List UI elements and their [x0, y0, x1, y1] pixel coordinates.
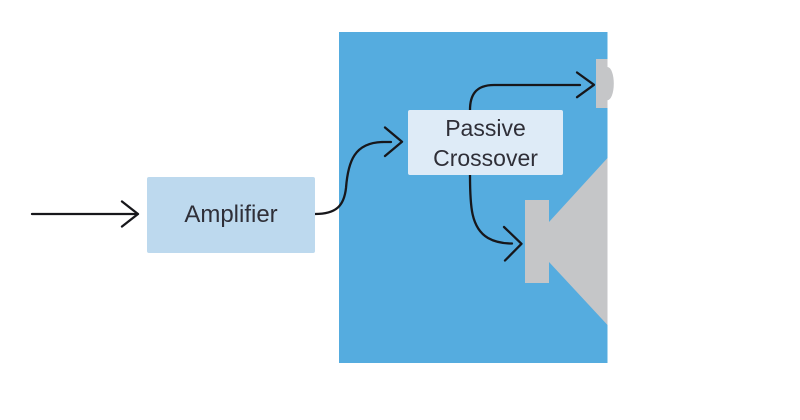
crossover-label-line2: Crossover — [433, 144, 538, 171]
tweeter-dome-speaker-icon — [596, 59, 614, 108]
tweeter-dome — [607, 67, 614, 101]
speaker-cabinet — [339, 32, 608, 363]
woofer-magnet — [525, 200, 549, 283]
crossover-to-woofer-arrow — [468, 173, 523, 262]
woofer-cone-speaker-icon — [525, 158, 608, 325]
crossover-label-line1: Passive — [445, 114, 526, 141]
tweeter-arrowhead-icon — [575, 71, 596, 99]
crossover-arrowhead-icon — [383, 126, 404, 158]
amplifier-to-crossover-arrow — [313, 126, 404, 216]
passive-crossover-box: Passive Crossover — [408, 110, 563, 175]
woofer-arrowhead-icon — [502, 225, 523, 262]
input-arrowhead-icon — [120, 200, 140, 228]
crossover-to-tweeter-arrow — [468, 71, 596, 112]
input-arrow — [30, 200, 140, 228]
amplifier-box: Amplifier — [147, 177, 315, 253]
tweeter-plate — [596, 59, 608, 108]
woofer-cone — [549, 158, 608, 325]
amplifier-label: Amplifier — [184, 201, 278, 228]
